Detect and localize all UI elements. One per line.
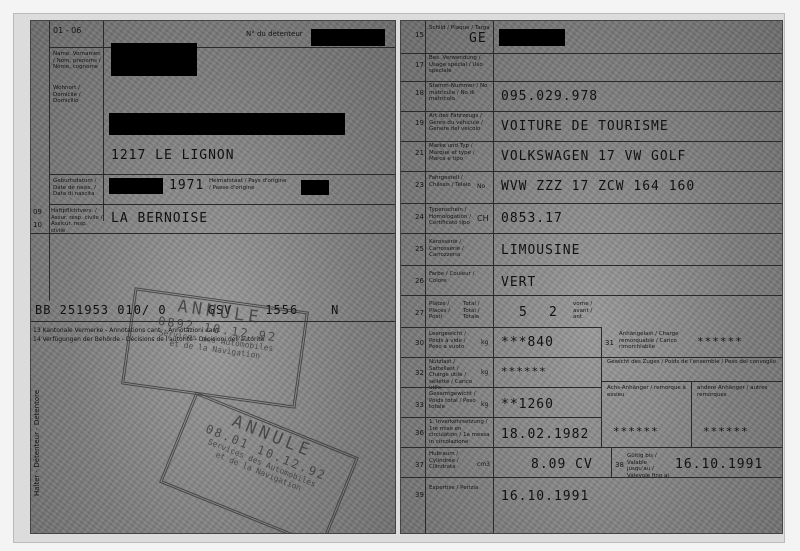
body-value: LIMOUSINE xyxy=(501,243,581,258)
body-label: Karosserie / Carrosserie / Carrozzeria xyxy=(429,239,464,258)
vertical-label: Halter - Détenteur - Detentore xyxy=(33,389,41,496)
canton-value: GE xyxy=(469,31,487,46)
vehicle-page: 15 Schild / Plaque / Targa GE 17 Bes. Ve… xyxy=(400,20,783,534)
chassis-label: Fahrgestell / Châssis / Telaio xyxy=(429,175,471,188)
other-trailer-weight: ****** xyxy=(703,425,749,438)
redacted-holder-number xyxy=(311,29,385,46)
birth-label: Geburtsdatum / Date de naiss. / Data di … xyxy=(53,178,97,197)
redacted-origin xyxy=(301,180,329,195)
origin-label: Heimatstaat / Pays d'origine / Paese d'o… xyxy=(209,178,287,191)
towing-load-value: ****** xyxy=(697,335,743,348)
homologation-value: 0853.17 xyxy=(501,211,563,226)
plate-line: BB 251953 010/ 0 GSV 1556 N xyxy=(35,303,340,317)
color-label: Farbe / Couleur / Colore xyxy=(429,271,475,284)
total-weight-value: **1260 xyxy=(501,397,554,412)
displacement-value: 8.09 CV xyxy=(531,457,593,472)
address-value: 1217 LE LIGNON xyxy=(111,148,235,163)
seats-front: 2 xyxy=(549,305,558,320)
homologation-label: Typenschein / Homologation / Certificato… xyxy=(429,207,472,226)
vehicle-kind-label: Art des Fahrzeugs / Genre du véhicule / … xyxy=(429,113,483,132)
make-type-label: Marke und Typ / Marque et type / Marca e… xyxy=(429,143,475,162)
matricule-label: Stamm-Nummer / No matricule / No di matr… xyxy=(429,83,488,102)
remarks-authority: 14 Verfügungen der Behörde - Décisions d… xyxy=(33,336,265,343)
redacted-street xyxy=(109,113,345,135)
seats-total: 5 xyxy=(519,305,528,320)
redacted-birth-date xyxy=(109,178,163,194)
holder-page: Halter - Détenteur - Detentore 01 - 06 N… xyxy=(30,20,396,534)
valid-until-value: 16.10.1991 xyxy=(675,457,764,472)
empty-weight-label: Leergewicht / Poids à vide / Peso a vuot… xyxy=(429,331,467,350)
total-weight-label: Gesamtgewicht / Poids total / Peso total… xyxy=(429,391,476,410)
insurer-value: LA BERNOISE xyxy=(111,211,209,226)
expertise-label: Expertise / Perizia xyxy=(429,485,479,491)
train-weight-label: Gewicht des Zuges / Poids de l'ensemble … xyxy=(607,359,776,365)
matricule-value: 095.029.978 xyxy=(501,89,599,104)
form-code: 01 - 06 xyxy=(53,26,82,35)
redacted-name xyxy=(111,43,197,76)
holder-number-label: N° du détenteur xyxy=(246,30,303,38)
towing-load-label: Anhängelast / Charge remorquable / Caric… xyxy=(619,331,679,350)
axle-trailer-weight: ****** xyxy=(613,425,659,438)
empty-weight-value: ***840 xyxy=(501,335,554,350)
first-registration-value: 18.02.1982 xyxy=(501,427,590,442)
payload-label: Nutzlast / Sattellast / Charge utile / s… xyxy=(429,359,473,391)
make-type-value: VOLKSWAGEN 17 VW GOLF xyxy=(501,149,687,164)
color-value: VERT xyxy=(501,275,537,290)
insurer-label: Haftpflichtvers. / Assur. resp. civile /… xyxy=(51,208,103,234)
payload-value: ****** xyxy=(501,365,547,378)
name-label: Name, Vornamen / Nom, prénoms / Nome, co… xyxy=(53,51,101,70)
displacement-label: Hubraum / Cylindrée / Cilindrata xyxy=(429,451,459,470)
valid-until-label: Gültig bis / Valable jusqu'au / Valevole… xyxy=(627,453,669,479)
address-label: Wohnort / Domicile / Domicilio xyxy=(53,85,81,104)
special-use-label: Bes. Verwendung / Usage spécial / Uso sp… xyxy=(429,55,483,74)
birth-year: 1971 xyxy=(169,178,205,193)
vehicle-kind-value: VOITURE DE TOURISME xyxy=(501,119,669,134)
plate-label: Schild / Plaque / Targa xyxy=(429,25,490,31)
chassis-value: WVW ZZZ 17 ZCW 164 160 xyxy=(501,179,696,194)
expertise-value: 16.10.1991 xyxy=(501,489,590,504)
first-registration-label: 1. Inverkehrsetzung / 1re mise en circul… xyxy=(429,419,490,445)
seats-label: Plätze / Places / Posti xyxy=(429,301,451,320)
remarks-cantonal: 13 Kantonale Vermerke - Annotations cant… xyxy=(33,327,221,334)
redacted-plate-number xyxy=(499,29,565,46)
